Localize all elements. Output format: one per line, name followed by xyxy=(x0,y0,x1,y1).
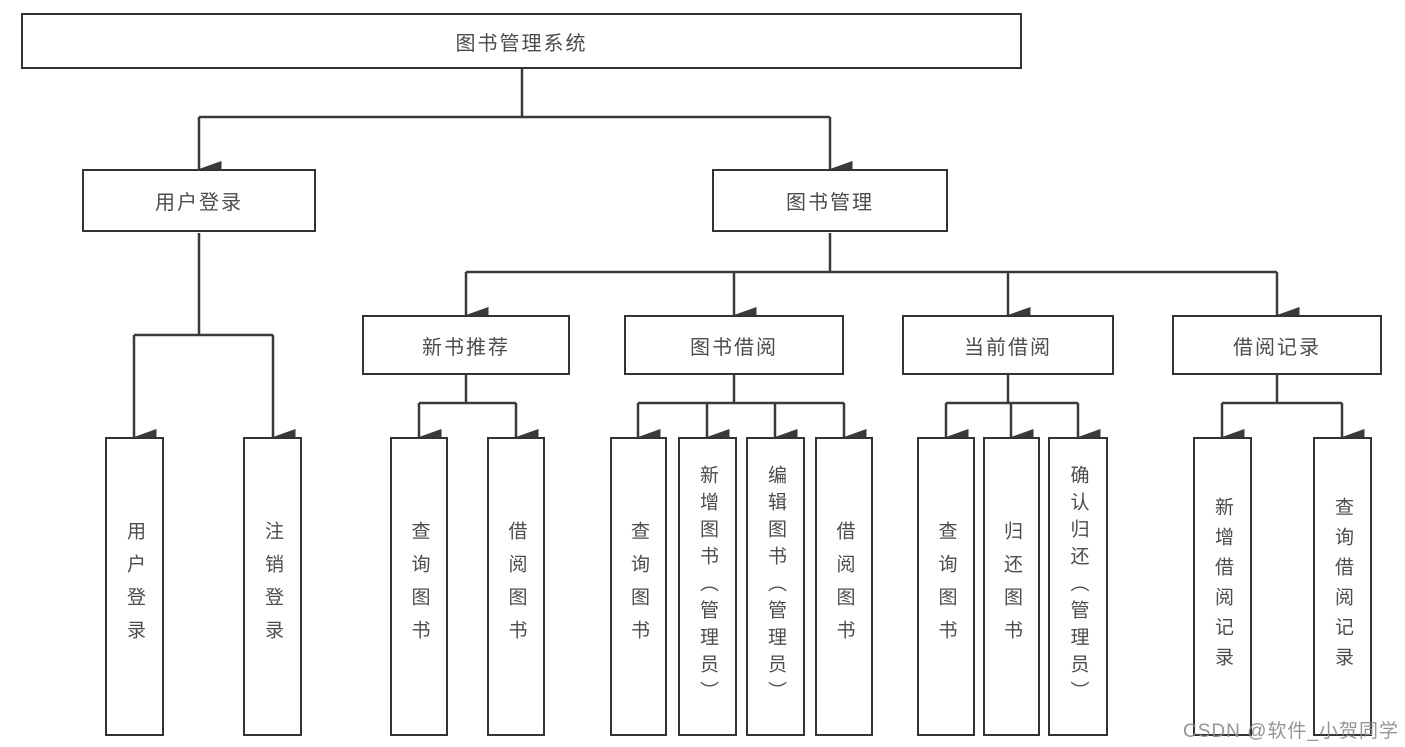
node-label: 借阅图书 xyxy=(833,520,855,653)
node-label: 归还图书 xyxy=(1001,520,1022,653)
leaf-query-books: 查询图书 xyxy=(917,437,975,736)
csdn-watermark: CSDN @软件_小贺同学 xyxy=(1183,721,1399,742)
node-label: 查询图书 xyxy=(408,520,430,653)
node-label: 确认归还（管理员） xyxy=(1067,465,1089,708)
leaf-query-books: 查询图书 xyxy=(610,437,667,736)
node-label: 新增图书（管理员） xyxy=(697,465,718,708)
node-label: 用户登录 xyxy=(155,192,243,214)
leaf-logout: 注销登录 xyxy=(243,437,302,736)
node-label: 查询借阅记录 xyxy=(1332,496,1353,677)
leaf-edit-books-admin: 编辑图书（管理员） xyxy=(746,437,805,736)
leaf-borrow-books: 借阅图书 xyxy=(815,437,873,736)
node-user-login-branch: 用户登录 xyxy=(82,169,316,232)
leaf-add-borrow-record: 新增借阅记录 xyxy=(1193,437,1252,736)
node-book-borrowing: 图书借阅 xyxy=(624,315,844,375)
leaf-borrow-books: 借阅图书 xyxy=(487,437,545,736)
node-label: 编辑图书（管理员） xyxy=(765,465,786,708)
node-label: 注销登录 xyxy=(262,520,283,653)
leaf-return-books: 归还图书 xyxy=(983,437,1040,736)
node-label: 当前借阅 xyxy=(964,336,1052,359)
node-label: 新增借阅记录 xyxy=(1212,496,1233,677)
node-book-management-branch: 图书管理 xyxy=(712,169,948,232)
node-label: 用户登录 xyxy=(124,520,145,653)
node-label: 新书推荐 xyxy=(422,336,510,359)
leaf-user-login: 用户登录 xyxy=(105,437,164,736)
leaf-query-borrow-record: 查询借阅记录 xyxy=(1313,437,1372,736)
node-label: 借阅记录 xyxy=(1233,336,1321,359)
node-current-borrowing: 当前借阅 xyxy=(902,315,1114,375)
node-borrowing-records: 借阅记录 xyxy=(1172,315,1382,375)
node-label: 图书借阅 xyxy=(690,336,778,359)
node-label: 借阅图书 xyxy=(505,520,527,653)
node-library-management-system: 图书管理系统 xyxy=(21,13,1022,69)
node-label: 查询图书 xyxy=(628,520,649,653)
node-new-book-recommendation: 新书推荐 xyxy=(362,315,570,375)
node-label: 图书管理 xyxy=(786,192,874,214)
leaf-add-books-admin: 新增图书（管理员） xyxy=(678,437,737,736)
node-label: 查询图书 xyxy=(935,520,957,653)
node-label: 图书管理系统 xyxy=(455,32,588,55)
leaf-query-books: 查询图书 xyxy=(390,437,448,736)
leaf-confirm-return-admin: 确认归还（管理员） xyxy=(1048,437,1108,736)
